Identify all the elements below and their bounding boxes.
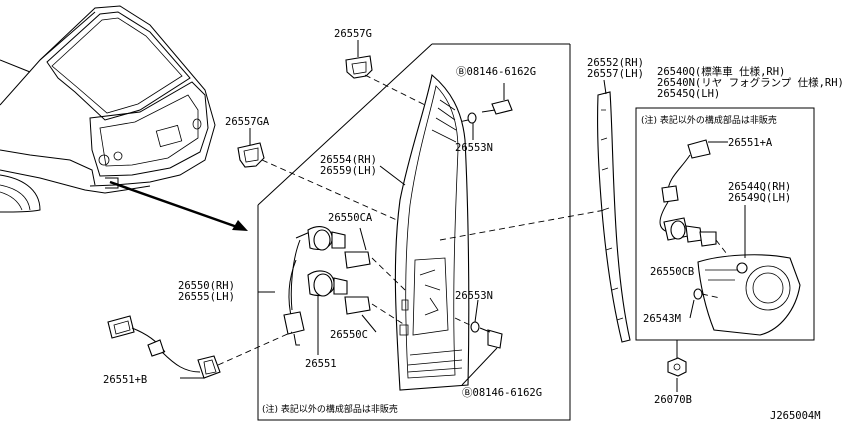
vehicle-rear-illustration bbox=[0, 5, 216, 213]
label-26551b: 26551+B bbox=[103, 374, 147, 386]
screw-bottom bbox=[461, 299, 503, 386]
label-26550cb: 26550CB bbox=[650, 266, 694, 278]
note-left: (注) 表記以外の構成部品は非販売 bbox=[262, 403, 398, 415]
clip-26557g bbox=[345, 40, 373, 79]
label-26551a: 26551+A bbox=[728, 137, 773, 149]
washer-26543m bbox=[689, 288, 703, 319]
label-26545q: 26545Q(LH) bbox=[657, 88, 720, 100]
label-26553n-top: 26553N bbox=[455, 142, 493, 154]
label-26550c: 26550C bbox=[330, 329, 368, 341]
label-screw-top: Ⓑ08146-6162G bbox=[456, 66, 536, 78]
fog-lamp-26544q bbox=[697, 205, 801, 336]
label-screw-bottom: Ⓑ08146-6162G bbox=[462, 387, 542, 399]
label-26540q: 26540Q(標準車 仕様,RH) bbox=[657, 65, 785, 78]
socket-harness-26550 bbox=[283, 226, 371, 355]
label-26551: 26551 bbox=[305, 358, 337, 370]
label-26559-lh: 26559(LH) bbox=[320, 165, 377, 177]
label-26557ga: 26557GA bbox=[225, 116, 270, 128]
fog-harness-26551a bbox=[659, 139, 728, 247]
label-26554-rh: 26554(RH) bbox=[320, 154, 377, 166]
right-assembly-frame bbox=[635, 107, 815, 341]
label-26540n: 26540N(リヤ フォグランプ 仕様,RH) bbox=[657, 76, 844, 89]
garnish-26552 bbox=[597, 79, 631, 343]
label-26557g: 26557G bbox=[334, 28, 372, 40]
label-26555-lh: 26555(LH) bbox=[178, 291, 235, 303]
label-26549q-lh: 26549Q(LH) bbox=[728, 192, 791, 204]
harness-26551b bbox=[107, 315, 221, 379]
label-26552-rh: 26552(RH) bbox=[587, 57, 644, 69]
note-right: (注) 表記以外の構成部品は非販売 bbox=[641, 114, 777, 126]
nut-26070b bbox=[667, 340, 687, 392]
label-26553n-bottom: 26553N bbox=[455, 290, 493, 302]
screw-top bbox=[467, 83, 513, 140]
left-assembly-frame bbox=[257, 43, 571, 421]
label-26550ca: 26550CA bbox=[328, 212, 373, 224]
diagram-id: J265004M bbox=[770, 410, 821, 422]
label-26544q-rh: 26544Q(RH) bbox=[728, 181, 791, 193]
label-26557-lh: 26557(LH) bbox=[587, 68, 644, 80]
label-26550-rh: 26550(RH) bbox=[178, 280, 235, 292]
label-26070b: 26070B bbox=[654, 394, 692, 406]
clip-26557ga bbox=[237, 128, 265, 168]
label-26543m: 26543M bbox=[643, 313, 681, 325]
direction-arrow bbox=[109, 180, 248, 231]
rear-combination-lamp bbox=[379, 73, 470, 391]
